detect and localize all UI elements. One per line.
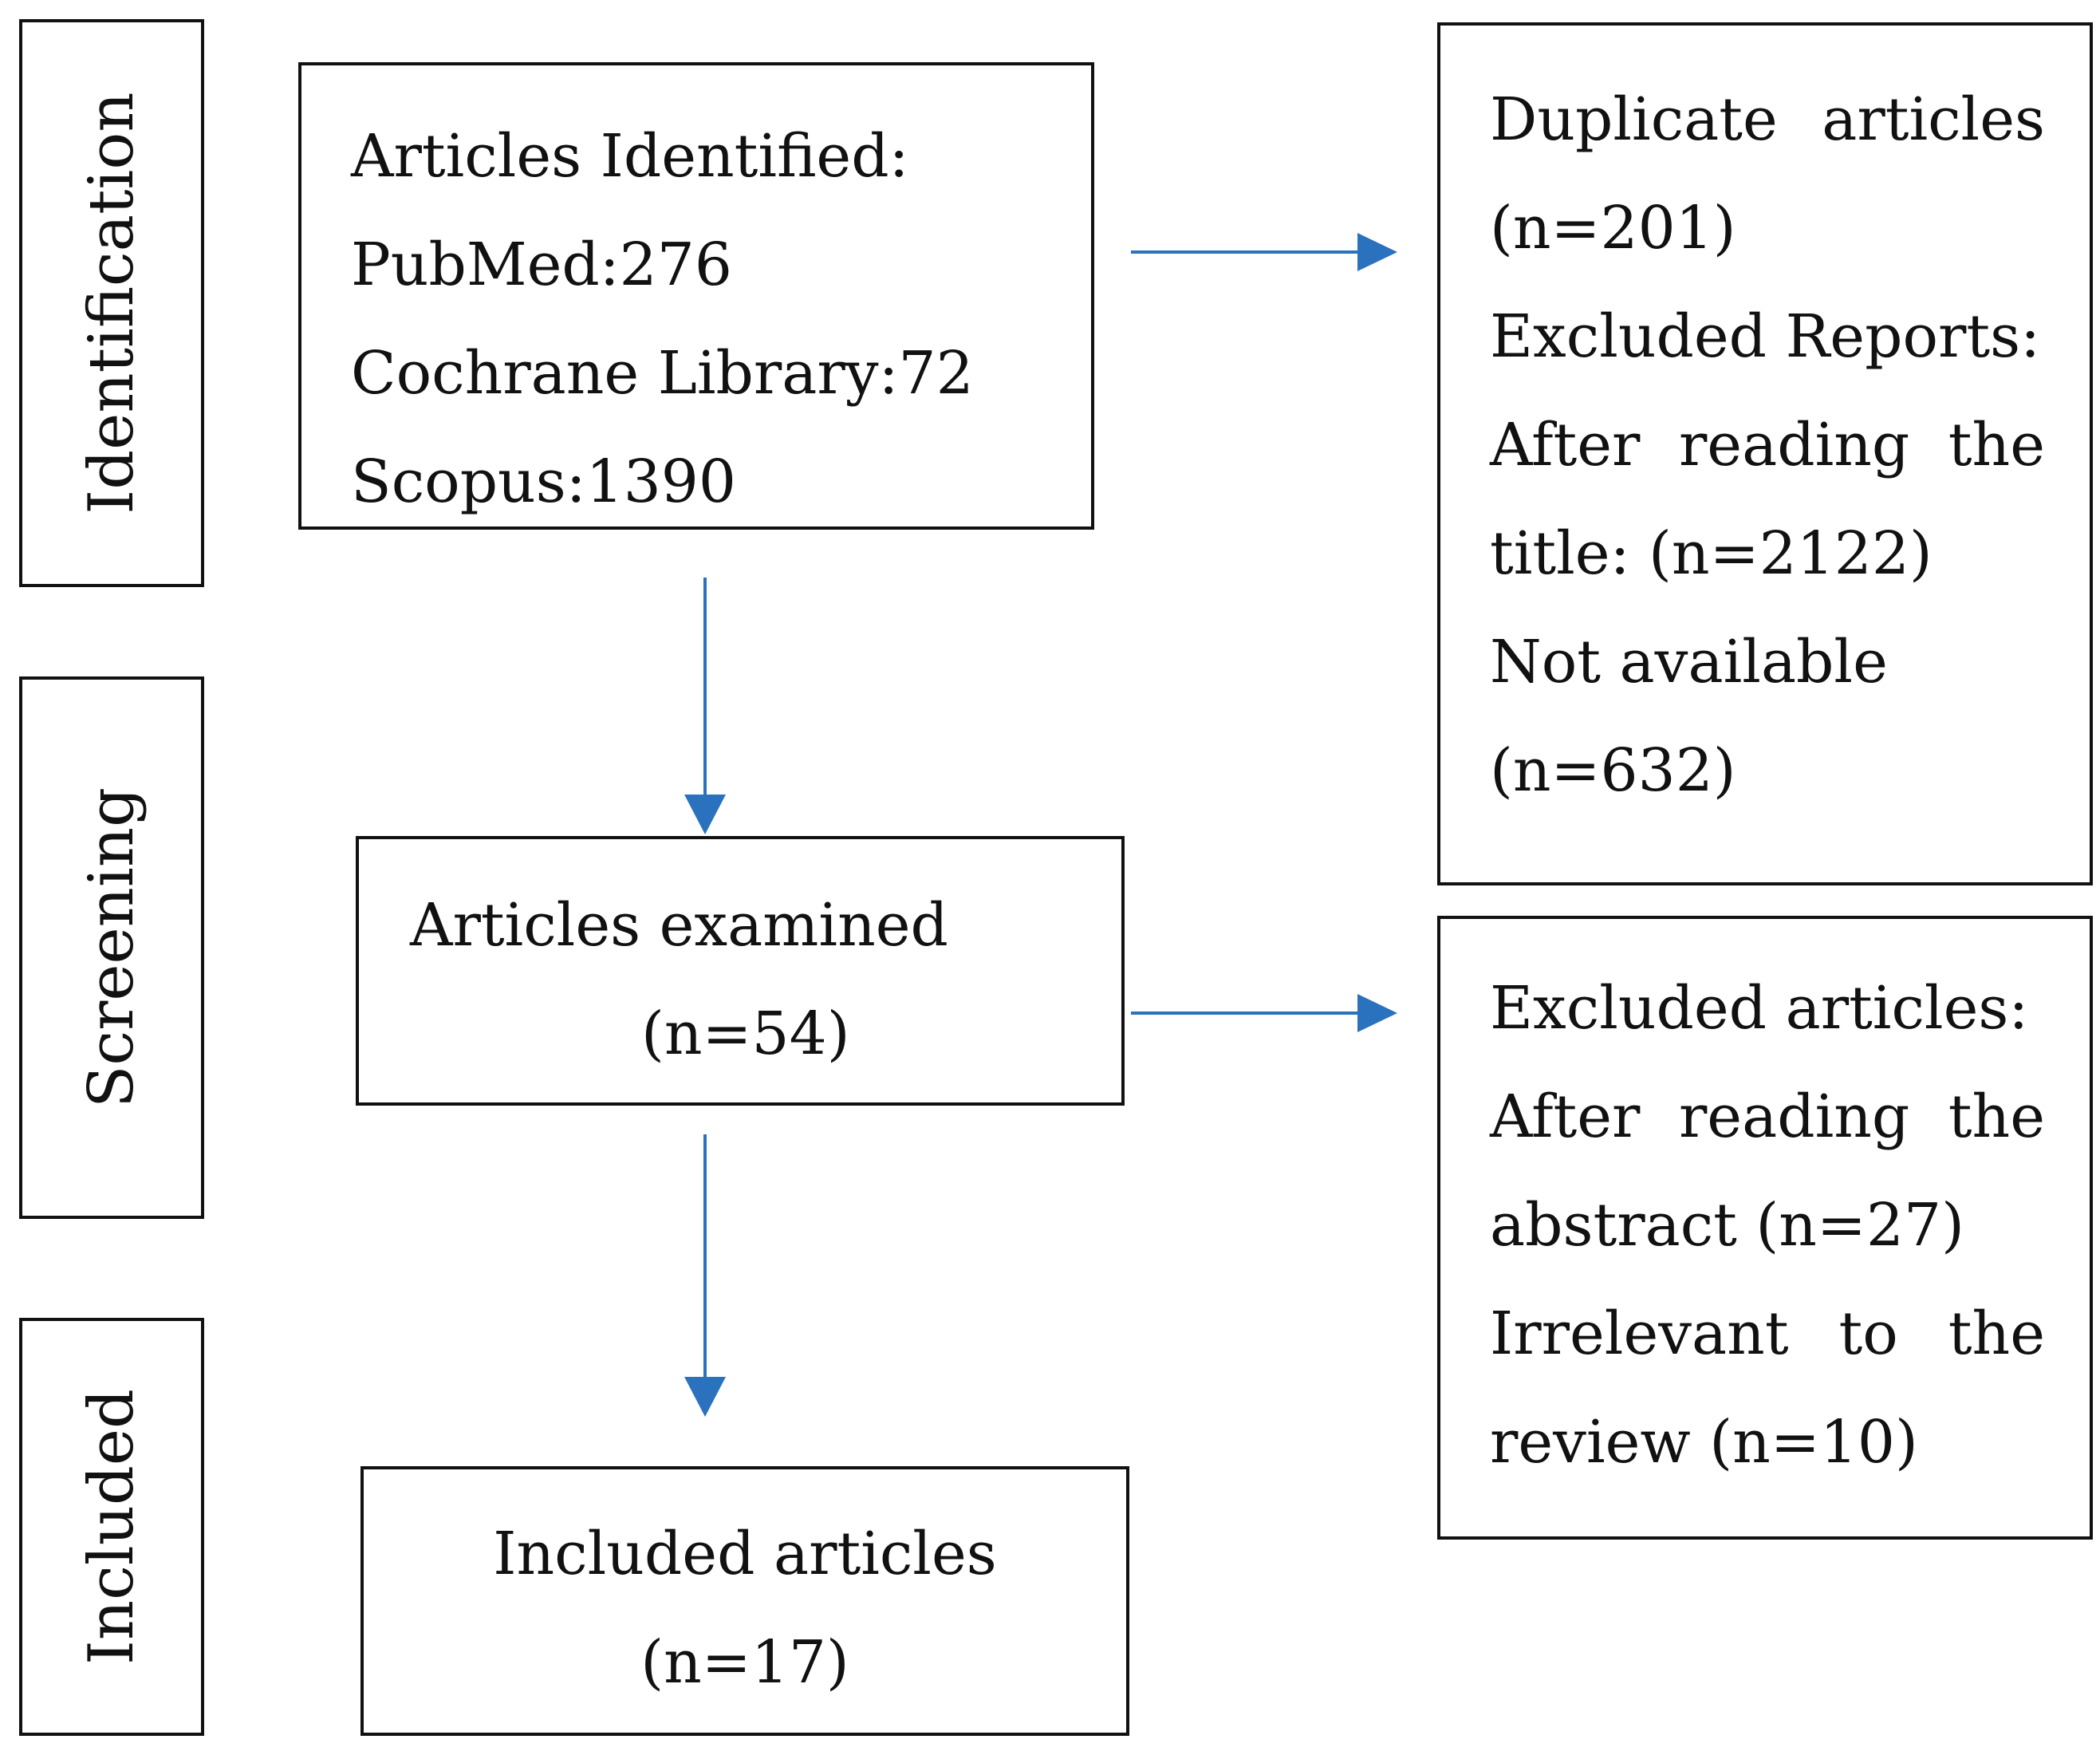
excluded-articles-box: Excluded articles: After reading the abs… <box>1437 916 2093 1540</box>
to-word: to <box>1838 1299 1898 1368</box>
irrelevant-word: Irrelevant <box>1490 1299 1789 1368</box>
included-count: (n=17) <box>640 1628 849 1697</box>
not-available-count: (n=632) <box>1490 736 1736 805</box>
after-word: After <box>1490 1083 1641 1151</box>
excluded-articles-heading: Excluded articles: <box>1490 974 2029 1043</box>
title-exclusion-count: title: (n=2122) <box>1490 519 1933 588</box>
stage-screening-label: Screening <box>76 787 148 1109</box>
excluded-reports-heading: Excluded Reports: <box>1490 302 2041 371</box>
identified-title: Articles Identified: <box>351 122 909 191</box>
identified-scopus: Scopus:1390 <box>351 448 736 516</box>
the-word: the <box>1948 411 2045 479</box>
identified-box: Articles Identified: PubMed:276 Cochrane… <box>298 62 1094 530</box>
included-label: Included articles <box>493 1520 997 1588</box>
identified-pubmed: PubMed:276 <box>351 231 732 299</box>
articles-word: articles <box>1822 85 2045 154</box>
stage-identification-box: Identification <box>19 19 204 587</box>
abstract-exclusion-count: abstract (n=27) <box>1490 1191 1964 1260</box>
after-reading-title-line: After reading the <box>1490 391 2045 499</box>
arrow-identified-to-excluded-reports-head <box>1357 233 1397 271</box>
excluded-reports-box: Duplicate articles (n=201) Excluded Repo… <box>1437 22 2093 885</box>
irrelevant-to-the-line: Irrelevant to the <box>1490 1280 2045 1388</box>
reading-word: reading <box>1678 1083 1910 1151</box>
examined-label: Articles examined <box>410 891 948 960</box>
examined-count: (n=54) <box>641 1000 850 1068</box>
arrow-examined-to-excluded-articles-head <box>1357 994 1397 1032</box>
arrow-examined-to-included-head <box>684 1377 726 1417</box>
identified-cochrane: Cochrane Library:72 <box>351 339 974 408</box>
duplicate-count: (n=201) <box>1490 194 1736 262</box>
the-word: the <box>1948 1083 2045 1151</box>
examined-box: Articles examined (n=54) <box>356 836 1125 1106</box>
stage-included-box: Included <box>19 1318 204 1736</box>
arrow-identified-to-examined-head <box>684 795 726 834</box>
duplicate-word: Duplicate <box>1490 85 1778 154</box>
irrelevant-count: review (n=10) <box>1490 1408 1918 1477</box>
stage-identification-label: Identification <box>76 92 148 515</box>
after-word: After <box>1490 411 1641 479</box>
duplicate-articles-line: Duplicate articles <box>1490 65 2045 174</box>
stage-screening-box: Screening <box>19 676 204 1219</box>
not-available-label: Not available <box>1490 628 1888 696</box>
included-box: Included articles (n=17) <box>361 1466 1129 1736</box>
reading-word: reading <box>1678 411 1910 479</box>
the-word: the <box>1948 1299 2045 1368</box>
after-reading-abstract-line: After reading the <box>1490 1063 2045 1171</box>
stage-included-label: Included <box>76 1389 148 1665</box>
